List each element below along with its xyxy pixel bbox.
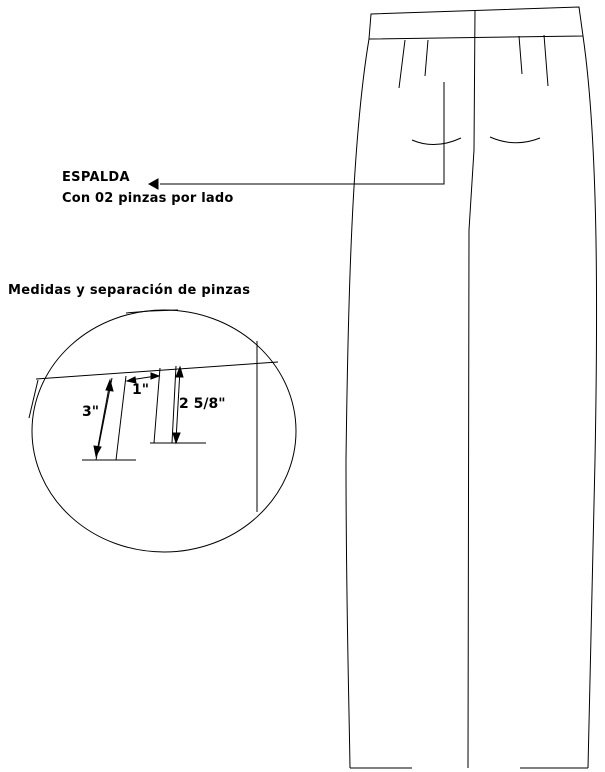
left-dart-1 [399,40,405,88]
measure-arrow-1in-head-right [151,373,159,379]
detail-dart-4 [172,366,176,443]
measure-arrow-258-head-bottom [173,433,180,443]
pants-back-view [346,7,597,768]
left-pocket-welt [412,138,461,145]
waistband [369,7,583,39]
measure-label-dart-separation: 1" [132,382,150,398]
back-view-subtitle: Con 02 pinzas por lado [62,191,234,206]
measure-arrow-258-head-top [176,367,183,377]
center-back-seam [468,10,475,768]
right-dart-1 [519,36,522,74]
left-dart-2 [425,40,428,76]
measure-arrow-258 [176,370,180,440]
detail-waist-line [36,362,278,379]
back-view-title: ESPALDA [62,170,130,185]
detail-dart-3 [154,368,160,443]
pointer-arrow [149,82,444,189]
measure-label-dart-length-2: 2 5/8" [179,396,226,412]
dart-detail-callout [29,310,296,552]
detail-dart-2 [116,376,126,460]
dart-detail-title: Medidas y separación de pinzas [8,283,251,298]
detail-top-mark [126,310,178,313]
measure-arrow-3in-head-top [106,380,113,391]
detail-ellipse [32,310,296,552]
right-pocket-welt [490,137,540,143]
measure-arrow-3in [97,382,110,452]
measure-arrow-3in-head-bottom [94,446,101,456]
measure-label-dart-length: 3" [82,404,100,420]
pointer-line [160,82,444,184]
right-dart-2 [544,35,548,86]
pants-right-outseam [583,36,597,768]
pants-left-outseam [346,39,369,768]
measure-arrow-1in-head-left [127,377,136,383]
pointer-arrowhead [149,179,158,189]
detail-side-seam [29,380,38,418]
